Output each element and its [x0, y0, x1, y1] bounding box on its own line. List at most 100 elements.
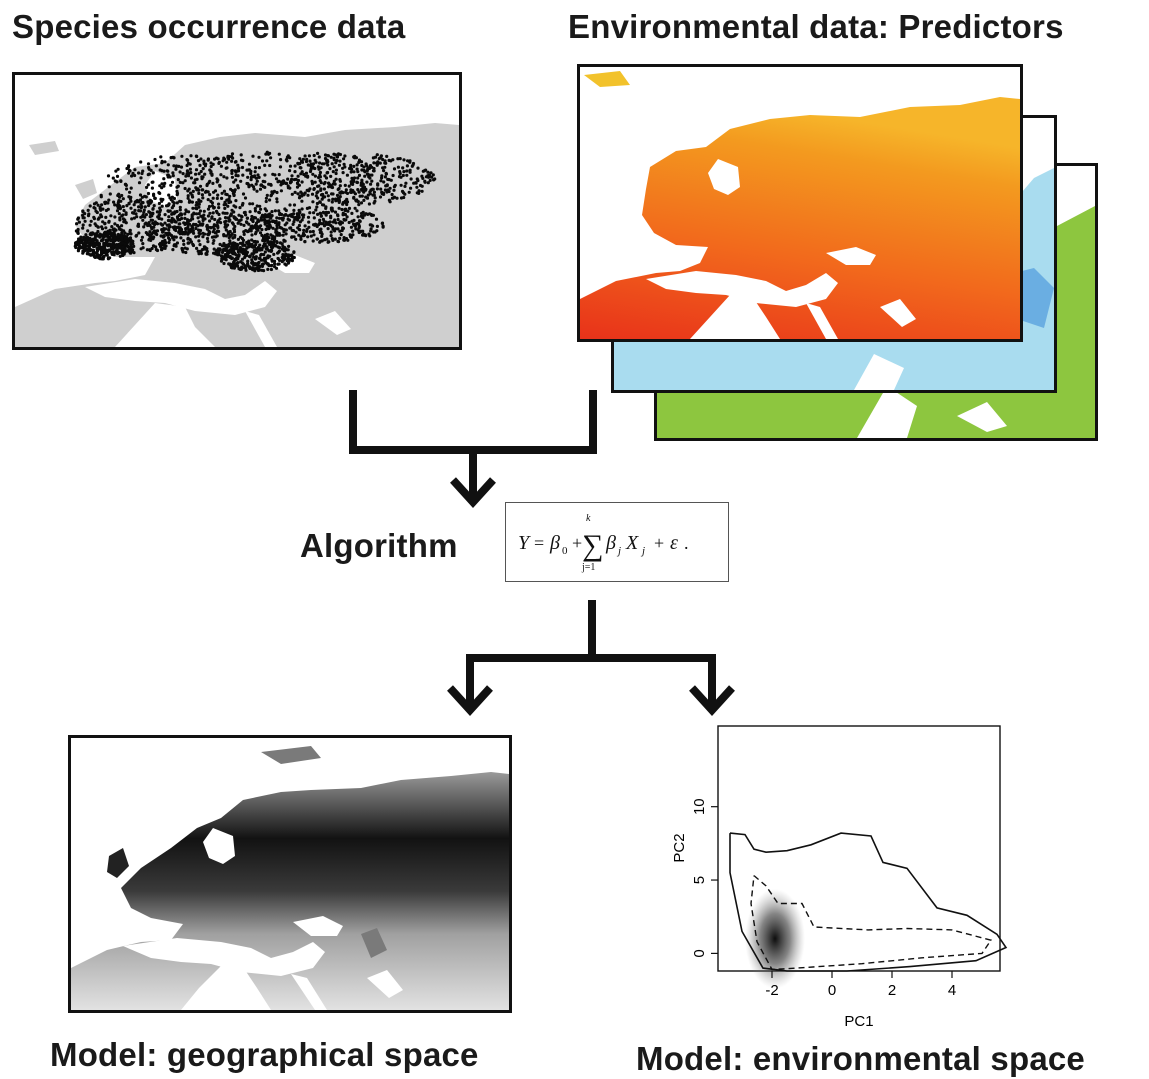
occurrence-point: [77, 220, 81, 224]
occurrence-point: [271, 244, 275, 249]
occurrence-point: [98, 232, 102, 236]
occurrence-point: [362, 168, 366, 173]
occurrence-point: [387, 158, 391, 162]
occurrence-point: [230, 175, 234, 179]
occurrence-point: [147, 199, 151, 204]
occurrence-point: [301, 157, 305, 161]
occurrence-point: [197, 234, 201, 238]
occurrence-point: [210, 215, 214, 219]
occurrence-point: [286, 186, 290, 190]
occurrence-point: [288, 203, 292, 207]
occurrence-point: [349, 182, 354, 186]
occurrence-point: [333, 210, 338, 214]
occurrence-point: [307, 225, 311, 229]
occurrence-point: [211, 211, 215, 215]
x-tick-label: 4: [948, 982, 956, 999]
occurrence-point: [387, 178, 391, 182]
occurrence-point: [398, 157, 402, 161]
eq-plus-2: +: [654, 533, 664, 553]
occurrence-point: [338, 179, 342, 183]
occurrence-point: [326, 154, 331, 158]
occurrence-point: [271, 172, 275, 176]
occurrence-point: [152, 204, 156, 208]
occurrence-point: [369, 227, 373, 231]
occurrence-point: [263, 173, 267, 177]
occurrence-point: [167, 223, 171, 227]
occurrence-point: [242, 232, 246, 236]
occurrence-point: [213, 217, 217, 222]
occurrence-point: [212, 227, 216, 231]
occurrence-point: [264, 257, 268, 261]
occurrence-point: [199, 222, 203, 226]
occurrence-point: [281, 233, 285, 237]
occurrence-point: [327, 222, 331, 226]
occurrence-point: [194, 154, 198, 158]
occurrence-map-graphic: [15, 75, 459, 347]
occurrence-point: [292, 235, 296, 239]
occurrence-point: [311, 172, 315, 176]
occurrence-point: [227, 249, 232, 253]
occurrence-point: [304, 171, 308, 175]
occurrence-point: [322, 182, 326, 186]
occurrence-point: [414, 181, 418, 185]
occurrence-point: [197, 252, 201, 256]
occurrence-point: [317, 167, 321, 171]
occurrence-point: [86, 250, 90, 254]
occurrence-point: [116, 251, 120, 255]
occurrence-point: [392, 167, 397, 171]
occurrence-point: [125, 187, 129, 191]
occurrence-point: [297, 223, 301, 228]
occurrence-point: [273, 259, 277, 263]
occurrence-point: [349, 163, 353, 167]
occurrence-point: [431, 173, 435, 177]
occurrence-point: [125, 249, 129, 253]
occurrence-point: [146, 162, 151, 166]
model-geographical-graphic: [71, 738, 509, 1010]
occurrence-point: [237, 166, 241, 170]
occurrence-point: [93, 234, 98, 238]
occurrence-point: [251, 218, 255, 222]
occurrence-point: [224, 192, 228, 196]
occurrence-point: [247, 222, 251, 226]
occurrence-point: [330, 200, 334, 204]
occurrence-point: [197, 228, 201, 232]
occurrence-point: [405, 173, 409, 177]
occurrence-point: [144, 213, 148, 217]
occurrence-point: [262, 253, 266, 257]
occurrence-point: [203, 172, 207, 176]
occurrence-point: [175, 201, 179, 205]
occurrence-point: [127, 201, 131, 205]
occurrence-point: [288, 156, 292, 160]
occurrence-point: [236, 237, 240, 241]
x-axis-label: PC1: [844, 1013, 873, 1030]
occurrence-point: [341, 191, 345, 195]
occurrence-point: [428, 178, 432, 182]
occurrence-point: [286, 248, 290, 252]
occurrence-point: [260, 248, 264, 252]
occurrence-point: [116, 167, 120, 171]
eq-sum-upper: k: [586, 513, 591, 524]
occurrence-point: [159, 197, 163, 201]
occurrence-point: [269, 267, 273, 272]
occurrence-point: [276, 257, 280, 261]
occurrence-point: [263, 180, 267, 184]
occurrence-point: [102, 248, 106, 253]
occurrence-point: [223, 216, 228, 220]
occurrence-point: [195, 188, 199, 192]
occurrence-point: [293, 216, 297, 220]
occurrence-point: [249, 175, 254, 179]
occurrence-point: [362, 165, 366, 169]
occurrence-point: [167, 240, 171, 245]
occurrence-point: [267, 182, 271, 186]
occurrence-point: [334, 221, 338, 225]
occurrence-point: [213, 157, 217, 161]
occurrence-point: [371, 169, 376, 173]
occurrence-point: [292, 203, 297, 207]
occurrence-point: [360, 178, 364, 182]
occurrence-point: [310, 192, 315, 196]
occurrence-point: [290, 235, 294, 239]
occurrence-point: [319, 214, 323, 218]
occurrence-point: [294, 230, 298, 234]
predictor-layer-temperature-graphic: [580, 67, 1020, 339]
occurrence-point: [230, 242, 234, 246]
